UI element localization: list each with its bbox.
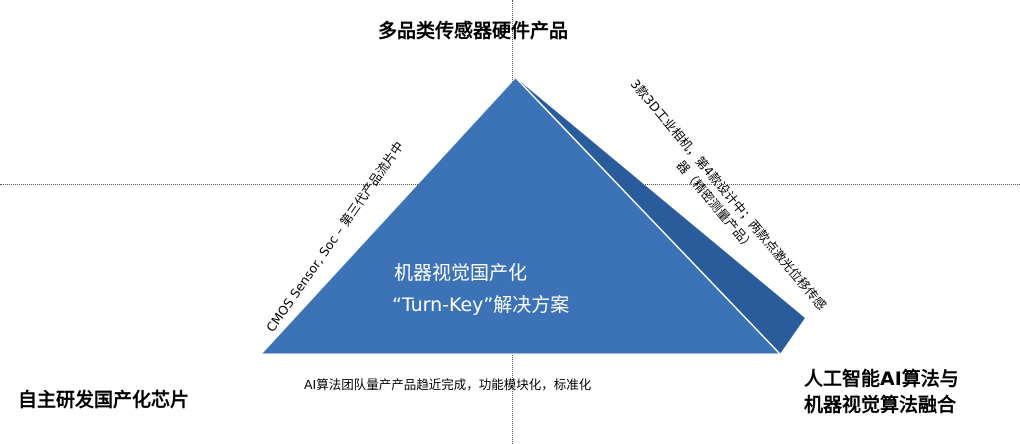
base-edge-label: AI算法团队量产产品趋近完成，功能模块化，标准化 [304, 377, 592, 392]
pyramid-front-edge [515, 77, 781, 355]
pyramid-side-face [516, 78, 805, 354]
right-vertex-label: 人工智能AI算法与 机器视觉算法融合 [804, 366, 959, 418]
pyramid-front-face [262, 78, 780, 354]
center-title-line2: “Turn-Key”解决方案 [392, 294, 570, 316]
left-vertex-label: 自主研发国产化芯片 [18, 389, 190, 411]
top-vertex-label: 多品类传感器硬件产品 [378, 20, 569, 42]
center-title-line1: 机器视觉国产化 [394, 262, 528, 284]
right-vertex-label-line2: 机器视觉算法融合 [804, 394, 957, 416]
right-vertex-label-line1: 人工智能AI算法与 [804, 368, 959, 390]
